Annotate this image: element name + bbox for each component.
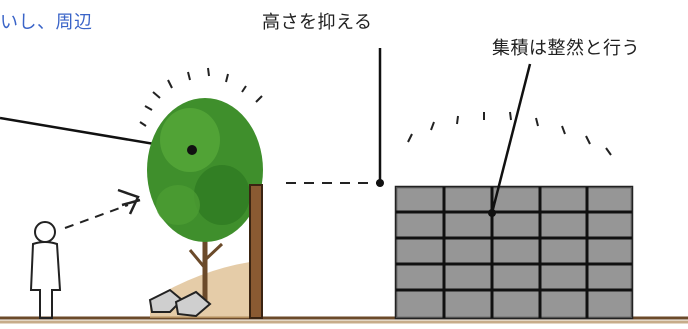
tree-height-ticks <box>139 67 263 127</box>
heading-fragment: いし、周辺 <box>0 12 93 33</box>
wall <box>249 184 263 319</box>
stack-leader-dot <box>488 209 496 217</box>
height-annotation: 高さを抑える <box>262 12 373 33</box>
sightline-arrow-icon <box>117 188 141 215</box>
stacked-containers <box>394 185 634 320</box>
stack-leader-line <box>490 63 532 214</box>
tree <box>147 98 263 300</box>
sightline-dashed <box>64 204 129 229</box>
person-figure <box>29 221 62 319</box>
rocks <box>148 288 212 318</box>
stacking-annotation: 集積は整然と行う <box>492 38 640 59</box>
stack-height-ticks <box>407 111 612 156</box>
